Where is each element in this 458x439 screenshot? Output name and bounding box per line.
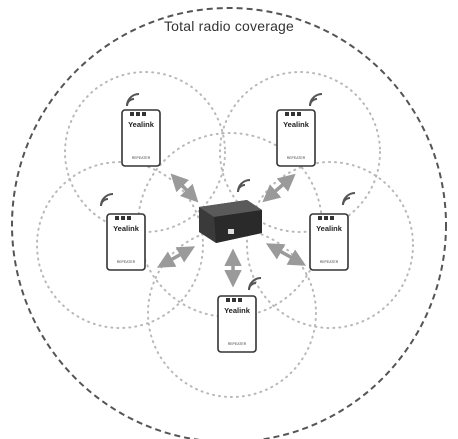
- repeater-top-right: Yealink REPEATER: [276, 93, 323, 167]
- arrow-top-right: [262, 173, 296, 203]
- coverage-zone-right: [246, 161, 414, 329]
- repeater-label: REPEATER: [117, 260, 136, 264]
- repeater-brand: Yealink: [113, 224, 140, 233]
- arrow-left: [156, 246, 196, 268]
- wifi-signal-icon: [342, 192, 356, 206]
- repeater-bottom: Yealink REPEATER: [217, 277, 262, 353]
- repeater-top-left: Yealink REPEATER: [121, 93, 161, 167]
- repeater-brand: Yealink: [224, 306, 251, 315]
- coverage-zone-left: [36, 161, 204, 329]
- arrow-top-left: [170, 173, 199, 203]
- repeater-label: REPEATER: [228, 342, 247, 346]
- repeater-label: REPEATER: [287, 156, 306, 160]
- repeater-left: Yealink REPEATER: [100, 193, 146, 271]
- repeater-label: REPEATER: [320, 260, 339, 264]
- repeater-brand: Yealink: [128, 120, 155, 129]
- repeater-brand: Yealink: [283, 120, 310, 129]
- wifi-signal-icon: [248, 277, 262, 291]
- coverage-zone-top-right: [219, 71, 381, 233]
- repeater-brand: Yealink: [316, 224, 343, 233]
- repeater-label: REPEATER: [132, 156, 151, 160]
- total-coverage-boundary: [11, 7, 447, 439]
- wifi-signal-icon: [237, 179, 251, 193]
- arrow-right: [265, 243, 307, 266]
- wifi-signal-icon: [309, 93, 323, 107]
- repeater-right: Yealink REPEATER: [309, 192, 356, 271]
- connection-arrows: [156, 173, 307, 288]
- wifi-signal-icon: [126, 93, 140, 107]
- diagram-title: Total radio coverage: [163, 18, 295, 34]
- base-station: [199, 179, 262, 243]
- wifi-signal-icon: [100, 193, 114, 207]
